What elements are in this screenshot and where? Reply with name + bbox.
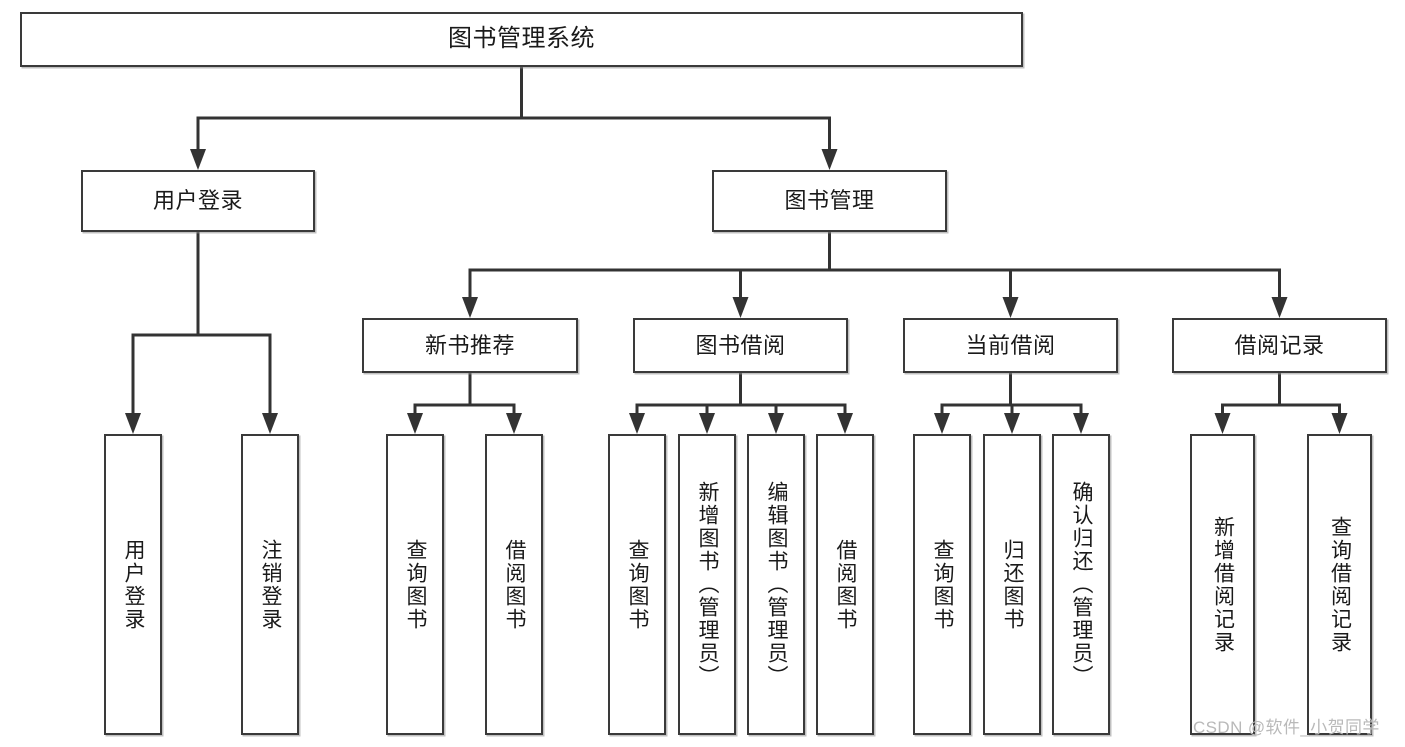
node-leaf-logout[interactable]: 注销登录 — [241, 434, 299, 735]
node-label-leaf-add-record: 新增借阅记录 — [1211, 515, 1235, 654]
node-label-leaf-query-record: 查询借阅记录 — [1328, 515, 1352, 654]
node-current-borrow[interactable]: 当前借阅 — [903, 318, 1118, 373]
node-book-manage[interactable]: 图书管理 — [712, 170, 947, 232]
arrowhead-book-borrow — [732, 297, 749, 318]
node-label-root: 图书管理系统 — [448, 25, 595, 53]
arrowhead-leaf-logout — [262, 413, 278, 434]
node-leaf-confirm-return[interactable]: 确认归还（管理员） — [1052, 434, 1110, 735]
arrowhead-leaf-return-book — [1004, 413, 1020, 434]
node-label-book-borrow: 图书借阅 — [695, 332, 786, 358]
node-label-leaf-edit-book: 编辑图书（管理员） — [765, 481, 789, 688]
node-root[interactable]: 图书管理系统 — [20, 12, 1023, 67]
node-label-user-login: 用户登录 — [152, 188, 243, 214]
node-label-leaf-confirm-return: 确认归还（管理员） — [1070, 481, 1094, 688]
node-leaf-borrow-book-1[interactable]: 借阅图书 — [485, 434, 543, 735]
node-leaf-query-book-1[interactable]: 查询图书 — [386, 434, 444, 735]
arrowhead-leaf-edit-book — [768, 413, 784, 434]
node-leaf-add-book[interactable]: 新增图书（管理员） — [678, 434, 736, 735]
node-label-current-borrow: 当前借阅 — [965, 332, 1056, 358]
arrowhead-leaf-confirm-return — [1073, 413, 1089, 434]
arrowhead-leaf-query-book-3 — [934, 413, 950, 434]
node-label-leaf-query-book-3: 查询图书 — [931, 538, 955, 631]
node-leaf-query-book-3[interactable]: 查询图书 — [913, 434, 971, 735]
node-label-leaf-query-book-1: 查询图书 — [404, 538, 428, 631]
node-label-leaf-user-login: 用户登录 — [122, 538, 146, 631]
arrowhead-book-manage — [821, 149, 838, 170]
node-label-leaf-add-book: 新增图书（管理员） — [696, 481, 720, 688]
node-label-new-book-recommend: 新书推荐 — [424, 332, 515, 358]
arrowhead-leaf-borrow-book-2 — [837, 413, 853, 434]
node-leaf-query-book-2[interactable]: 查询图书 — [608, 434, 666, 735]
node-user-login[interactable]: 用户登录 — [81, 170, 315, 232]
node-leaf-edit-book[interactable]: 编辑图书（管理员） — [747, 434, 805, 735]
arrowhead-leaf-query-book-1 — [407, 413, 423, 434]
node-label-leaf-borrow-book-1: 借阅图书 — [503, 538, 527, 631]
arrowhead-current-borrow — [1002, 297, 1019, 318]
node-label-book-manage: 图书管理 — [784, 188, 875, 214]
node-label-leaf-logout: 注销登录 — [259, 538, 283, 631]
csdn-watermark: CSDN @软件_小贺同学 — [1193, 718, 1380, 737]
node-borrow-record[interactable]: 借阅记录 — [1172, 318, 1387, 373]
arrowhead-leaf-add-record — [1214, 413, 1231, 434]
arrowhead-user-login — [190, 149, 206, 170]
node-leaf-user-login[interactable]: 用户登录 — [104, 434, 162, 735]
node-leaf-borrow-book-2[interactable]: 借阅图书 — [816, 434, 874, 735]
node-label-leaf-return-book: 归还图书 — [1001, 538, 1025, 631]
arrowhead-leaf-query-book-2 — [629, 413, 645, 434]
arrowhead-leaf-query-record — [1331, 413, 1348, 434]
node-label-borrow-record: 借阅记录 — [1234, 332, 1325, 358]
node-leaf-query-record[interactable]: 查询借阅记录 — [1307, 434, 1372, 735]
arrowhead-new-book-recommend — [462, 297, 478, 318]
arrowhead-leaf-user-login — [125, 413, 141, 434]
node-leaf-add-record[interactable]: 新增借阅记录 — [1190, 434, 1255, 735]
arrowhead-leaf-add-book — [699, 413, 715, 434]
node-label-leaf-query-book-2: 查询图书 — [626, 538, 650, 631]
arrowhead-borrow-record — [1271, 297, 1288, 318]
arrowhead-leaf-borrow-book-1 — [506, 413, 522, 434]
node-new-book-recommend[interactable]: 新书推荐 — [362, 318, 578, 373]
node-leaf-return-book[interactable]: 归还图书 — [983, 434, 1041, 735]
node-book-borrow[interactable]: 图书借阅 — [633, 318, 848, 373]
node-label-leaf-borrow-book-2: 借阅图书 — [834, 538, 858, 631]
